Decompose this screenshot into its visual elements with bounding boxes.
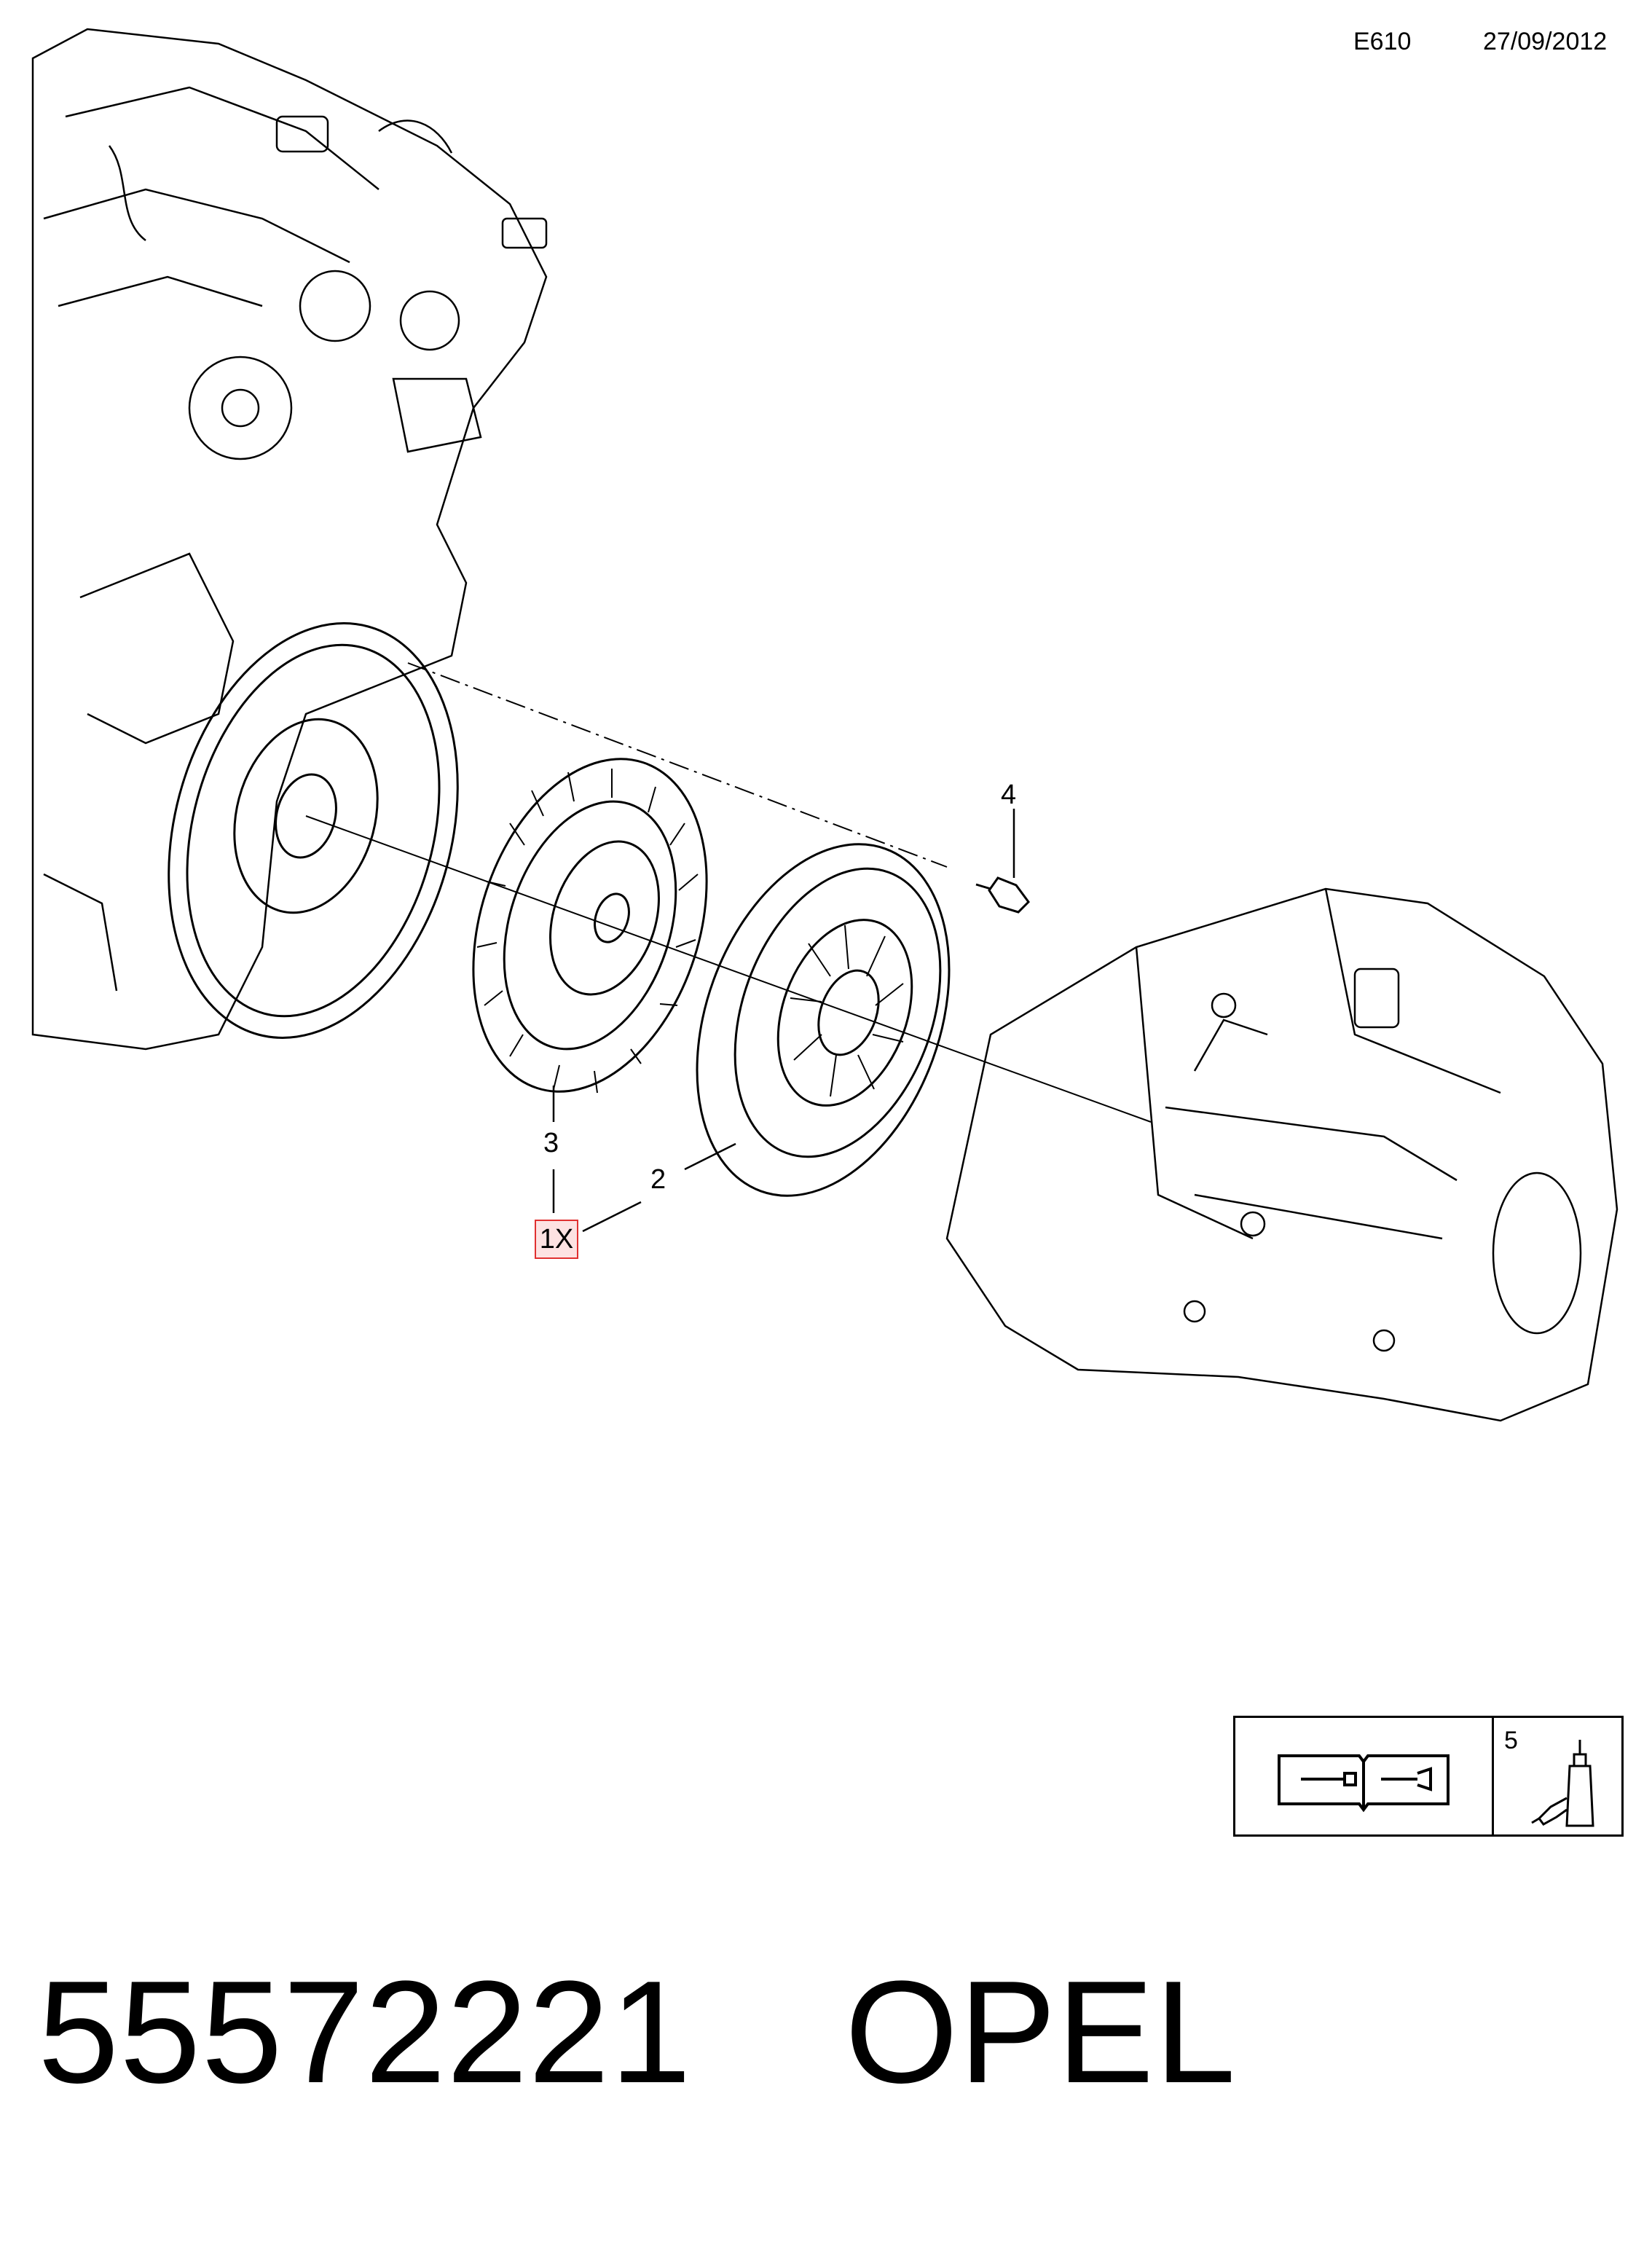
callout-4: 4 (1001, 780, 1017, 810)
callout-2: 2 (650, 1164, 666, 1195)
quantity-highlight-1x[interactable]: 1X (535, 1220, 578, 1259)
alignment-axis (407, 662, 948, 868)
gearbox (945, 887, 1618, 1422)
brand-name: OPEL (844, 1951, 1237, 2114)
legend-number: 5 (1504, 1727, 1518, 1754)
leader-lines (552, 809, 1015, 1233)
part-number: 55572221 (38, 1951, 692, 2114)
engine-block (31, 28, 548, 1051)
repair-manual-icon (1278, 1754, 1450, 1813)
clutch-disc (472, 758, 708, 1094)
adhesive-tube-icon (1531, 1740, 1594, 1827)
bolt (975, 876, 1030, 914)
callout-3: 3 (543, 1128, 559, 1158)
diagram-code: E610 (1353, 28, 1412, 55)
flywheel (168, 622, 459, 1039)
diagram-date: 27/09/2012 (1483, 28, 1608, 55)
legend-adhesive-cell: 5 (1494, 1718, 1622, 1834)
center-axis (305, 815, 1152, 1123)
pressure-plate (696, 843, 951, 1197)
legend-box: 5 (1233, 1716, 1624, 1837)
legend-manual-cell (1235, 1718, 1494, 1834)
